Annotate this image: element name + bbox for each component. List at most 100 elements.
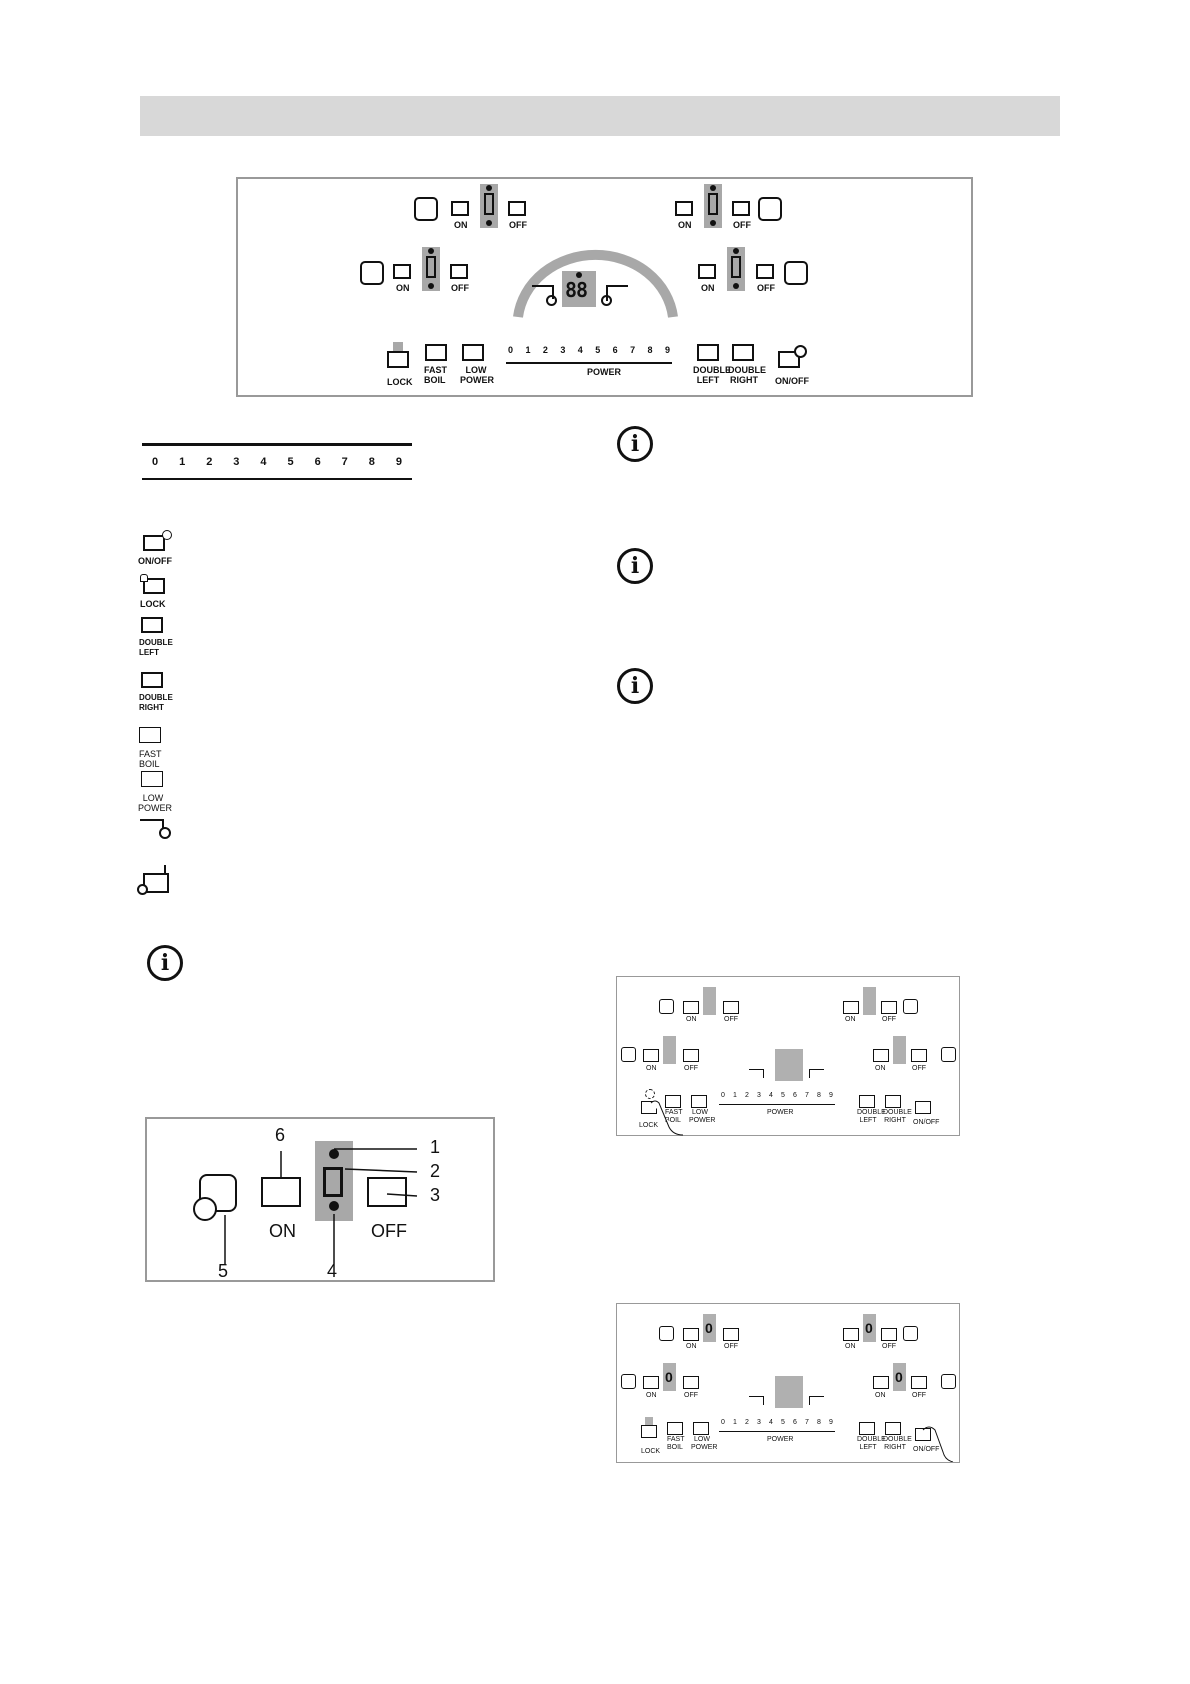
info-icon-2: i	[617, 548, 653, 584]
sp-b-double-right-label: DOUBLE RIGHT	[883, 1436, 912, 1451]
callout-5: 5	[218, 1261, 229, 1281]
sp-b-off-key-3[interactable]	[683, 1376, 699, 1389]
sp-b-on-3: ON	[646, 1392, 657, 1399]
timer-clock-icon-2	[601, 295, 612, 306]
sp-a-on-key-4[interactable]	[873, 1049, 889, 1062]
power-level-9[interactable]: 9	[664, 345, 670, 355]
sp-a-double-left-key[interactable]	[859, 1095, 875, 1108]
sp-b-double-left-key[interactable]	[859, 1422, 875, 1435]
sp-a-on-key-3[interactable]	[643, 1049, 659, 1062]
power-level-6[interactable]: 6	[612, 345, 618, 355]
sp-b-on-key-1[interactable]	[683, 1328, 699, 1341]
sp-b-double-right-key[interactable]	[885, 1422, 901, 1435]
sp-b-double-left-label: DOUBLE LEFT	[857, 1436, 886, 1451]
power-level-3[interactable]: 3	[560, 345, 566, 355]
double-right-key[interactable]	[732, 344, 754, 361]
sp-b-on-off-key[interactable]	[915, 1428, 931, 1441]
sp-a-off-2: OFF	[882, 1016, 896, 1023]
low-power-key[interactable]	[462, 344, 484, 361]
sp-a-on-off-key[interactable]	[915, 1101, 931, 1114]
zone-front-right-on-label: ON	[701, 283, 715, 293]
scale-9: 9	[395, 456, 402, 468]
sp-a-power-line	[719, 1104, 835, 1105]
callout-lines	[224, 1148, 418, 1264]
zone-detail-off-key[interactable]	[367, 1177, 407, 1207]
sp-b-low-power-key[interactable]	[693, 1422, 709, 1435]
sp-b-off-key-4[interactable]	[911, 1376, 927, 1389]
power-level-1[interactable]: 1	[525, 345, 531, 355]
zone-rear-right-off-key[interactable]	[732, 201, 750, 216]
sp-a-fast-boil-key[interactable]	[665, 1095, 681, 1108]
scale-5: 5	[287, 456, 294, 468]
power-level-2[interactable]: 2	[542, 345, 548, 355]
sp-a-on-1: ON	[686, 1016, 697, 1023]
power-scale: 0 1 2 3 4 5 6 7 8 9	[508, 345, 670, 357]
sp-a-on-key-1[interactable]	[683, 1001, 699, 1014]
zone-detail-circle-icon	[193, 1197, 217, 1221]
sp-b-off-key-1[interactable]	[723, 1328, 739, 1341]
sp-a-off-key-1[interactable]	[723, 1001, 739, 1014]
zone-rear-right-on-key[interactable]	[675, 201, 693, 216]
zone-rear-left-off-key[interactable]	[508, 201, 526, 216]
double-left-key[interactable]	[697, 344, 719, 361]
sp-a-off-3: OFF	[684, 1065, 698, 1072]
sp-a-off-key-4[interactable]	[911, 1049, 927, 1062]
on-off-label: ON/OFF	[775, 376, 809, 386]
zone-detail-on-key[interactable]	[261, 1177, 301, 1207]
zone-rear-left-on-key[interactable]	[451, 201, 469, 216]
sp-a-double-right-key[interactable]	[885, 1095, 901, 1108]
sp-b-low-power-label: LOW POWER	[691, 1436, 718, 1451]
callout-1: 1	[430, 1137, 441, 1157]
clock-icon	[159, 827, 171, 839]
fast-boil-key[interactable]	[425, 344, 447, 361]
sp-a-double-left-label: DOUBLE LEFT	[857, 1109, 886, 1124]
zone-front-right-off-label: OFF	[757, 283, 775, 293]
legend-double-right-label: DOUBLE RIGHT	[139, 693, 173, 712]
double-left-label: DOUBLE LEFT	[693, 365, 731, 385]
sp-a-lock-blink-icon	[645, 1089, 655, 1099]
sp-b-lock-key[interactable]	[641, 1425, 657, 1438]
lock-indicator	[393, 342, 403, 352]
sp-a-on-4: ON	[875, 1065, 886, 1072]
scale-0: 0	[152, 456, 159, 468]
control-panel-diagram: ON OFF ON OFF ON OFF 88 ON OFF LOCK FAST…	[236, 177, 973, 397]
power-level-4[interactable]: 4	[577, 345, 583, 355]
zone-front-right-on-key[interactable]	[698, 264, 716, 279]
scale-3: 3	[233, 456, 240, 468]
zone-front-left-on-key[interactable]	[393, 264, 411, 279]
timer-digits: 88	[565, 278, 588, 302]
sp-a-lock-label: LOCK	[639, 1122, 659, 1129]
zone-front-left-off-key[interactable]	[450, 264, 468, 279]
zone-front-right-icon	[784, 261, 808, 285]
zone-rear-right-on-label: ON	[678, 220, 692, 230]
sp-b-on-key-4[interactable]	[873, 1376, 889, 1389]
sp-b-off-key-2[interactable]	[881, 1328, 897, 1341]
sp-a-off-key-3[interactable]	[683, 1049, 699, 1062]
sp-a-low-power-key[interactable]	[691, 1095, 707, 1108]
power-label: POWER	[587, 367, 622, 377]
timer-plus-legend-icon	[143, 873, 169, 893]
power-level-8[interactable]: 8	[647, 345, 653, 355]
lock-key[interactable]	[387, 351, 409, 368]
power-level-5[interactable]: 5	[595, 345, 601, 355]
sp-b-on-key-3[interactable]	[643, 1376, 659, 1389]
sp-b-display-1: 0	[703, 1314, 716, 1342]
callout-6: 6	[275, 1125, 286, 1145]
sp-b-zone-icon-1	[659, 1326, 674, 1341]
sp-b-zone-icon-2	[903, 1326, 918, 1341]
zone-rear-left-off-label: OFF	[509, 220, 527, 230]
sp-b-on-key-2[interactable]	[843, 1328, 859, 1341]
sp-a-zone-icon-1	[659, 999, 674, 1014]
sp-b-fast-boil-key[interactable]	[667, 1422, 683, 1435]
sp-a-zone-icon-3	[621, 1047, 636, 1062]
zone-rear-left-on-label: ON	[454, 220, 468, 230]
zone-front-right-off-key[interactable]	[756, 264, 774, 279]
sp-a-on-2: ON	[845, 1016, 856, 1023]
sp-a-off-key-2[interactable]	[881, 1001, 897, 1014]
clock-icon-2	[137, 884, 148, 895]
sp-a-finger-icon	[650, 1100, 684, 1136]
sp-a-on-key-2[interactable]	[843, 1001, 859, 1014]
scale-7: 7	[341, 456, 348, 468]
power-level-7[interactable]: 7	[630, 345, 636, 355]
power-level-0[interactable]: 0	[508, 345, 514, 355]
